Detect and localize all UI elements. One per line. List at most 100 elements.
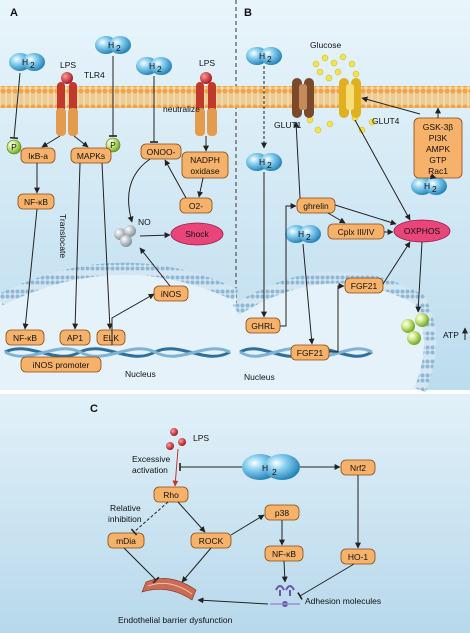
elk-label: ELK — [103, 333, 119, 343]
h2-label: H — [108, 40, 114, 50]
lps-label-c: LPS — [193, 433, 209, 443]
adhesion-molecule-icon — [270, 585, 300, 607]
fgf21-nucleus-label: FGF21 — [297, 348, 324, 358]
h2-subscript: 2 — [267, 54, 272, 64]
lps-label-a1: LPS — [60, 60, 76, 70]
glut4-label: GLUT4 — [372, 116, 400, 126]
glut1-label: GLUT1 — [274, 120, 302, 130]
p-label: P — [110, 140, 116, 150]
nucleus-label-b: Nucleus — [244, 372, 275, 382]
adhesion-label: Adhesion molecules — [305, 596, 381, 606]
shock-label: Shock — [185, 229, 209, 239]
gtp-label: GTP — [429, 155, 447, 165]
mapks-label: MAPKs — [77, 151, 105, 161]
ghrl-label: GHRL — [251, 321, 275, 331]
fgf21-label: FGF21 — [351, 281, 378, 291]
rho-box: Rho — [153, 486, 189, 503]
rock-box: ROCK — [190, 532, 232, 549]
p38-label: p38 — [275, 508, 289, 518]
panel-a-arrows — [9, 56, 209, 345]
translocate-label: Translocate — [58, 214, 68, 258]
ghrl-box: GHRL — [245, 317, 281, 334]
o2-box: O2- — [179, 197, 213, 214]
excessive-label-2: activation — [132, 465, 168, 475]
ikba-box: IκB-a — [20, 147, 56, 164]
h2-molecule-b3: H 2 — [285, 225, 321, 243]
o2-label: O2- — [189, 201, 203, 211]
oxphos-ellipse: OXPHOS — [393, 219, 451, 243]
panel-label-c: C — [90, 403, 98, 415]
barrier-label: Endothelial barrier dysfunction — [118, 615, 233, 625]
rock-label: ROCK — [199, 536, 224, 546]
nrf2-label: Nrf2 — [350, 463, 366, 473]
oxidase-label: oxidase — [190, 166, 220, 176]
phospho-p-2: P — [105, 137, 121, 153]
gsk3b-label: GSK-3β — [423, 122, 454, 132]
ikba-label: IκB-a — [28, 151, 48, 161]
h2-label: H — [259, 157, 265, 167]
h2-subscript: 2 — [116, 43, 121, 53]
glut1-transporter — [292, 78, 314, 118]
fgf21-box: FGF21 — [344, 277, 384, 294]
nfkb-box-c: NF-κB — [264, 545, 304, 562]
ampk-label: AMPK — [426, 144, 450, 154]
tlr4-label: TLR4 — [84, 70, 105, 80]
lps-label-a2: LPS — [199, 58, 215, 68]
fgf21-nucleus-box: FGF21 — [290, 344, 330, 361]
inos-label: iNOS — [161, 289, 182, 299]
h2-label: H — [424, 181, 430, 191]
h2-subscript: 2 — [432, 184, 437, 194]
pi3k-label: PI3K — [429, 133, 448, 143]
glucose-dots — [306, 53, 376, 134]
oxphos-label: OXPHOS — [404, 226, 441, 236]
mapks-box: MAPKs — [70, 147, 112, 164]
h2-label: H — [298, 229, 304, 239]
endothelial-cell-icon — [141, 578, 197, 601]
ghrelin-box: ghrelin — [296, 197, 336, 214]
lps-molecules-c — [166, 428, 186, 450]
cplx-box: Cplx III/IV — [327, 223, 385, 240]
h2-label: H — [259, 51, 265, 61]
kinases-box: GSK-3β PI3K AMPK GTP Rac1 — [413, 117, 463, 179]
no-label: NO — [138, 217, 151, 227]
h2-subscript: 2 — [272, 467, 277, 477]
relative-label-2: inhibition — [108, 514, 142, 524]
nfkb-box-a: NF-κB — [17, 193, 55, 210]
panel-c-arrows — [123, 448, 361, 605]
nfkb-nucleus-label: NF-κB — [13, 333, 37, 343]
h2-molecule-a3: H 2 — [136, 57, 172, 75]
dna-helix-a — [4, 347, 231, 358]
elk-box: ELK — [96, 329, 126, 346]
rho-label: Rho — [163, 490, 179, 500]
ho1-box: HO-1 — [340, 548, 376, 565]
nuclear-envelope-a — [0, 262, 239, 306]
inos-promoter-label: iNOS promoter — [33, 360, 90, 370]
nuclear-envelope-b — [232, 271, 436, 393]
nfkb-nucleus-box: NF-κB — [5, 329, 45, 346]
panel-b-arrows — [261, 66, 441, 353]
panel-label-a: A — [10, 7, 18, 19]
nadph-label: NADPH — [190, 155, 220, 165]
phospho-p-1: P — [6, 139, 22, 155]
p38-box: p38 — [264, 504, 300, 521]
h2-molecule-b2: H 2 — [246, 153, 282, 171]
h2-molecule-a1: H 2 — [9, 53, 45, 71]
nucleus-b — [236, 277, 430, 390]
nrf2-box: Nrf2 — [340, 459, 376, 476]
mdia-box: mDia — [107, 532, 145, 549]
atp-balls — [401, 313, 429, 345]
rac1-label: Rac1 — [428, 166, 448, 176]
mdia-label: mDia — [116, 536, 136, 546]
cplx-label: Cplx III/IV — [338, 227, 375, 237]
no-molecule — [114, 225, 136, 247]
panel-label-b: B — [244, 7, 252, 19]
ghrelin-label: ghrelin — [303, 201, 329, 211]
onoo-label: ONOO- — [147, 147, 176, 157]
h2-subscript: 2 — [157, 64, 162, 74]
atp-label: ATP — [443, 330, 459, 340]
h2-molecule-b1: H 2 — [246, 47, 282, 65]
relative-label-1: Relative — [110, 503, 141, 513]
tlr4-receptor-1 — [56, 72, 78, 136]
p-label: P — [11, 142, 17, 152]
